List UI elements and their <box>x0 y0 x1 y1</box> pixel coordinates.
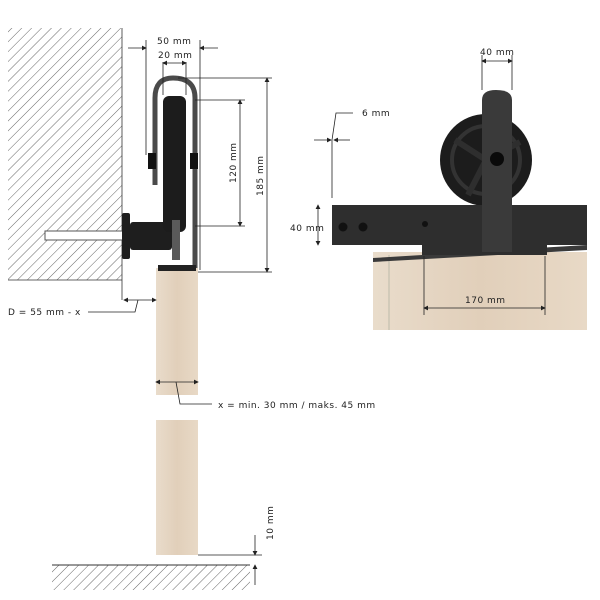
dim-40mm-rail: 40 mm <box>290 224 324 234</box>
wheel-side <box>163 96 186 232</box>
dim-wall-distance: D = 55 mm - x <box>8 308 81 318</box>
dim-40mm-strap: 40 mm <box>480 48 514 58</box>
door-front <box>373 252 587 330</box>
dim-50mm: 50 mm <box>157 37 191 47</box>
dim-6mm: 6 mm <box>362 109 390 119</box>
dim-185mm: 185 mm <box>256 155 266 196</box>
dim-10mm: 10 mm <box>266 506 276 540</box>
door-top <box>156 268 198 395</box>
dim-120mm: 120 mm <box>229 142 239 183</box>
side-view: 50 mm 20 mm 120 mm 185 mm D = 55 mm - x … <box>8 28 376 590</box>
floor <box>52 565 250 590</box>
spacer-flange <box>122 213 130 259</box>
front-view: 40 mm 6 mm 40 mm 170 mm <box>290 48 587 330</box>
dim-170mm: 170 mm <box>465 296 506 306</box>
spacer-body <box>130 222 172 250</box>
hanger-strap <box>482 90 512 252</box>
dim-20mm: 20 mm <box>158 51 192 61</box>
rail <box>332 205 587 245</box>
wall <box>8 28 122 280</box>
dim-door-thickness: x = min. 30 mm / maks. 45 mm <box>218 401 376 411</box>
door-bottom <box>156 420 198 555</box>
u-hanger <box>152 75 198 272</box>
wall-bolt <box>44 230 126 241</box>
